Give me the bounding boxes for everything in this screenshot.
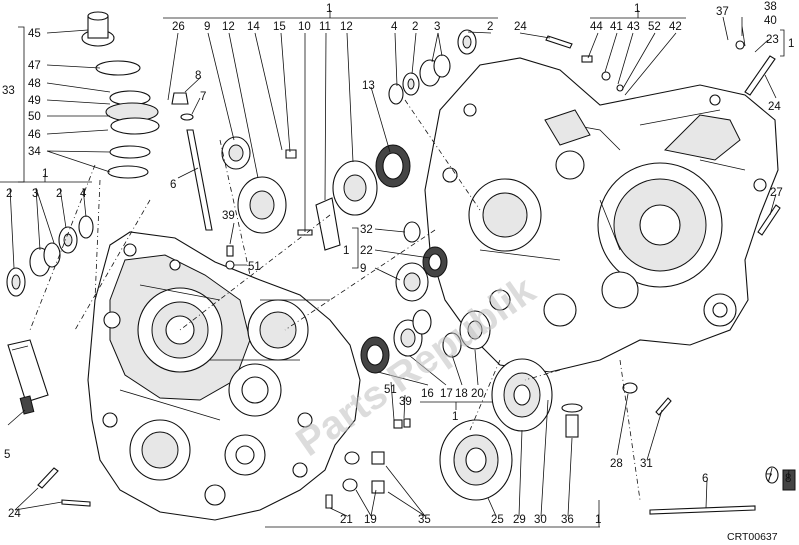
callout: 15 [273, 21, 286, 33]
assembly-center-lines [29, 99, 641, 501]
callout: 20 [471, 388, 484, 400]
callout: 24 [8, 508, 21, 520]
bearings-and-seals [6, 29, 796, 501]
callout: 26 [172, 21, 185, 33]
callout: 1 [42, 168, 48, 180]
callout: 37 [716, 6, 729, 18]
sealant-tube [7, 339, 49, 415]
callout: 2 [487, 21, 493, 33]
left-crankcase-half [7, 231, 361, 521]
callout: 52 [648, 21, 661, 33]
callout: 46 [28, 129, 41, 141]
callout: 8 [195, 70, 201, 82]
callout: 8 [785, 473, 791, 485]
callout: 7 [766, 473, 772, 485]
callout: 22 [360, 245, 373, 257]
callout: 16 [421, 388, 434, 400]
callout: 27 [770, 187, 783, 199]
callout: 2 [6, 188, 12, 200]
callout: 39 [222, 210, 235, 222]
callout: 48 [28, 78, 41, 90]
callout: 39 [399, 396, 412, 408]
callout: 24 [514, 21, 527, 33]
callout: 49 [28, 95, 41, 107]
callout: 1 [634, 3, 640, 15]
callout: 17 [440, 388, 453, 400]
leader-lines [7, 16, 790, 517]
group-brackets [0, 10, 785, 528]
callout: 5 [4, 449, 10, 461]
pump-cover-assembly [81, 11, 160, 179]
callout: 12 [222, 21, 235, 33]
callout: 35 [418, 514, 431, 526]
callout: 4 [391, 21, 398, 33]
callout: 10 [298, 21, 311, 33]
callout: 47 [28, 60, 41, 72]
callout: 7 [200, 91, 206, 103]
callout: 14 [247, 21, 260, 33]
callout: 34 [28, 146, 41, 158]
callout: 40 [764, 15, 777, 27]
callout: 25 [491, 514, 504, 526]
callout: 18 [455, 388, 468, 400]
callout: 6 [170, 179, 176, 191]
callout: 44 [590, 21, 603, 33]
callout: 1 [452, 411, 458, 423]
callout-numbers: 1 26 9 12 14 15 10 11 12 4 2 3 2 24 1 44… [2, 1, 794, 526]
callout: 1 [788, 38, 794, 50]
callout: 13 [362, 80, 375, 92]
callout: 4 [80, 188, 87, 200]
callout: 32 [360, 224, 373, 236]
callout: 21 [340, 514, 353, 526]
callout: 1 [326, 3, 332, 15]
callout: 19 [364, 514, 377, 526]
callout: 12 [340, 21, 353, 33]
callout: 3 [32, 188, 38, 200]
callout: 3 [434, 21, 440, 33]
callout: 9 [204, 21, 210, 33]
callout: 51 [248, 261, 261, 273]
callout: 45 [28, 28, 41, 40]
callout: 11 [319, 21, 331, 33]
callout: 30 [534, 514, 547, 526]
callout: 38 [764, 1, 777, 13]
callout: 1 [595, 514, 601, 526]
callout: 1 [343, 245, 349, 257]
callout: 51 [384, 384, 397, 396]
callout: 43 [627, 21, 640, 33]
callout: 28 [610, 458, 623, 470]
right-crankcase-half [424, 57, 779, 373]
callout: 23 [766, 34, 779, 46]
drawing-code: CRT00637 [727, 531, 778, 543]
callout: 50 [28, 111, 41, 123]
callout: 36 [561, 514, 574, 526]
callout: 24 [768, 101, 781, 113]
callout: 42 [669, 21, 682, 33]
callout: 29 [513, 514, 526, 526]
callout: 6 [702, 473, 708, 485]
callout: 2 [412, 21, 418, 33]
callout: 2 [56, 188, 62, 200]
callout: 33 [2, 85, 15, 97]
callout: 9 [360, 263, 366, 275]
callout: 41 [610, 21, 623, 33]
callout: 31 [640, 458, 653, 470]
